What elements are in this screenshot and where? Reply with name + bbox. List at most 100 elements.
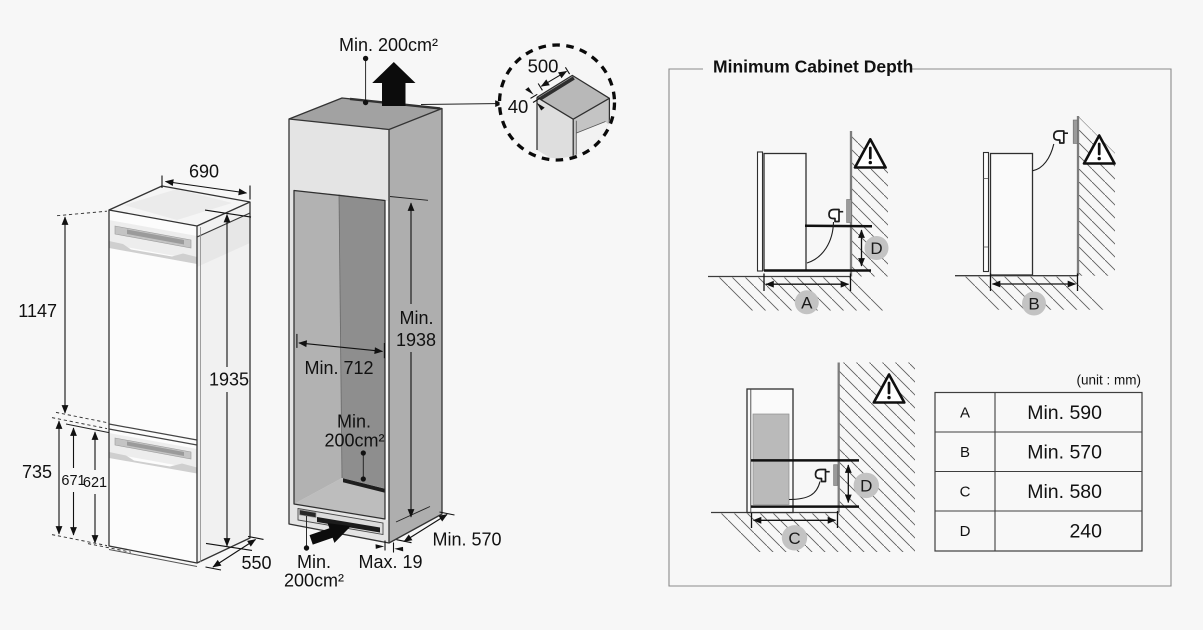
fridge-side-face-top-shading xyxy=(197,213,250,267)
a-outlet xyxy=(846,199,852,223)
airflow-arrow-bottom xyxy=(309,523,351,545)
dim-max19-label: Max. 19 xyxy=(358,552,422,572)
plinth-vent-slot xyxy=(317,517,380,533)
table-row-c: C Min. 580 xyxy=(960,481,1103,503)
dim-671: 671 xyxy=(61,423,110,536)
fridge-top-face-inner-shading xyxy=(124,189,232,220)
cabinet-side-face xyxy=(389,108,442,543)
table-value-b: Min. 570 xyxy=(1027,442,1102,464)
niche-floor-vent-slot xyxy=(343,478,385,493)
cabinet-figure: Min. 200cm² Min. 712 Min. 1938 Min. 200c… xyxy=(284,35,502,591)
bottom-vent-annotation: Min. 200cm² xyxy=(284,516,351,591)
table-row-d: D 240 xyxy=(960,521,1103,543)
panel-title: Minimum Cabinet Depth xyxy=(713,57,913,77)
c-power-cord xyxy=(788,481,821,501)
cabinet-depth-panel: Minimum Cabinet Depth xyxy=(668,57,1172,587)
c-warning-triangle xyxy=(872,373,906,404)
dim-621-label: 621 xyxy=(83,475,107,491)
dim-1147-label: 1147 xyxy=(18,301,57,321)
panel-diagram-a: A D xyxy=(708,131,889,315)
panel-border xyxy=(668,68,1172,587)
table-value-a: Min. 590 xyxy=(1027,402,1102,424)
dim-735: 735 xyxy=(22,417,108,547)
cabinet-inner-edges xyxy=(288,107,443,543)
dim-1147: 1147 xyxy=(18,210,108,424)
dim-712-label: Min. 712 xyxy=(304,358,373,378)
top-vent-annotation: Min. 200cm² xyxy=(339,35,438,106)
c-dim-d: D xyxy=(844,464,879,504)
panel-diagram-c: C D xyxy=(711,362,915,552)
dim-690: 690 xyxy=(161,162,251,200)
dim-690-label: 690 xyxy=(189,162,219,182)
a-dim-d: D xyxy=(858,229,889,267)
table-key-b: B xyxy=(960,444,970,461)
dim-550-label: 550 xyxy=(241,553,271,573)
fridge-figure: 690 1147 1935 735 671 xyxy=(18,162,271,574)
airflow-arrow-up xyxy=(372,62,416,106)
unit-note: (unit : mm) xyxy=(1076,373,1141,388)
niche-floor xyxy=(294,478,385,519)
a-badge-d-label: D xyxy=(870,239,882,258)
niche-interior xyxy=(293,189,388,520)
fridge-side-face xyxy=(197,202,250,563)
table-key-d: D xyxy=(960,523,971,540)
a-power-cord xyxy=(806,221,835,264)
table-row-a: A Min. 590 xyxy=(960,402,1102,424)
b-badge xyxy=(1022,291,1046,316)
b-plug-icon xyxy=(1052,130,1069,144)
a-fridge-door xyxy=(756,151,764,272)
cabinet-depth-table: (unit : mm) A Min. 590 B Min. 570 C Min.… xyxy=(934,373,1143,552)
b-power-cord xyxy=(1032,143,1055,172)
dim-570-label: Min. 570 xyxy=(432,530,501,550)
dim-550: 550 xyxy=(205,535,272,573)
c-badge-label: C xyxy=(788,529,800,548)
c-dim: C xyxy=(750,511,839,551)
inner-vent-label-line2: 200cm² xyxy=(324,431,384,451)
inner-vent-label-line1: Min. xyxy=(337,412,371,432)
b-fridge-door xyxy=(982,151,990,273)
niche-left-wall xyxy=(294,190,342,504)
dim-712: Min. 712 xyxy=(296,333,385,378)
c-outlet xyxy=(833,464,838,486)
b-warning-triangle xyxy=(1082,134,1116,165)
top-vent-label: Min. 200cm² xyxy=(339,35,438,55)
c-plug-icon xyxy=(814,468,830,483)
a-dim: A xyxy=(763,273,852,315)
dim-1935-label: 1935 xyxy=(209,370,249,390)
cabinet-outline xyxy=(288,97,443,544)
dim-max19: Max. 19 xyxy=(358,540,423,572)
fridge-inner-edges xyxy=(108,201,251,563)
fridge-bottom-plinth-line xyxy=(108,549,198,567)
table-value-d: 240 xyxy=(1069,521,1102,543)
b-dim: B xyxy=(989,273,1079,316)
b-fridge-body xyxy=(989,152,1034,276)
dim-40-label: 40 xyxy=(508,96,529,117)
b-outlet xyxy=(1072,119,1078,144)
fridge-door-gap-top xyxy=(108,423,198,441)
fridge-lower-hinge xyxy=(109,433,197,474)
dim-500-label: 500 xyxy=(528,56,559,77)
a-warning-triangle xyxy=(853,138,887,169)
niche-back-left-corner xyxy=(338,194,343,479)
dim-621: 621 xyxy=(83,431,132,553)
a-badge xyxy=(794,290,819,315)
bottom-vent-label-line1: Min. xyxy=(297,552,331,572)
dim-570: Min. 570 xyxy=(396,511,502,550)
inner-vent-annotation: Min. 200cm² xyxy=(324,412,385,482)
bottom-vent-label-line2: 200cm² xyxy=(284,571,344,591)
table-value-c: Min. 580 xyxy=(1027,481,1102,503)
c-badge-d xyxy=(853,472,879,499)
a-plug-level-line xyxy=(804,224,873,228)
fridge-front-face xyxy=(109,210,197,563)
table-row-b: B Min. 570 xyxy=(960,442,1102,464)
c-badge-d-label: D xyxy=(860,477,872,496)
detail-callout: 500 40 xyxy=(420,43,617,162)
panel-diagram-b: B xyxy=(955,116,1116,316)
dim-1938-label-line2: 1938 xyxy=(396,330,436,350)
a-plug-icon xyxy=(828,208,844,223)
fridge-top-hinge xyxy=(109,220,197,264)
dim-1938: Min. 1938 xyxy=(389,196,436,523)
niche-opening-outline xyxy=(293,189,386,520)
